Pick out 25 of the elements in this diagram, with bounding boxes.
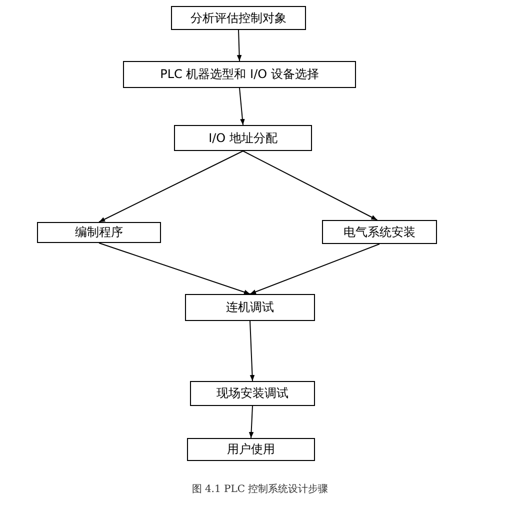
process-box — [171, 6, 306, 30]
step-label: 编制程序 — [75, 224, 123, 241]
step-label: PLC 机器选型和 I/O 设备选择 — [160, 66, 319, 83]
step-label: 电气系统安装 — [344, 224, 416, 240]
step-label: 分析评估控制对象 — [190, 10, 286, 26]
arrow — [98, 150, 244, 222]
arrow — [236, 30, 242, 62]
process-box — [322, 220, 437, 244]
arrow — [248, 406, 254, 438]
step-label: 现场安装调试 — [216, 385, 288, 402]
arrow — [242, 150, 378, 220]
arrow — [250, 320, 255, 382]
process-box — [37, 222, 161, 243]
step-label: I/O 地址分配 — [208, 130, 278, 146]
process-box — [174, 125, 312, 151]
process-box — [187, 438, 315, 461]
process-box — [185, 294, 315, 321]
arrow — [98, 242, 250, 294]
step-label: 连机调试 — [226, 299, 274, 316]
arrow — [250, 244, 380, 294]
process-box — [190, 381, 315, 406]
step-label: 用户使用 — [227, 441, 275, 458]
arrow — [239, 88, 245, 126]
process-box — [123, 61, 356, 88]
figure-caption: 图 4.1 PLC 控制系统设计步骤 — [190, 482, 330, 496]
